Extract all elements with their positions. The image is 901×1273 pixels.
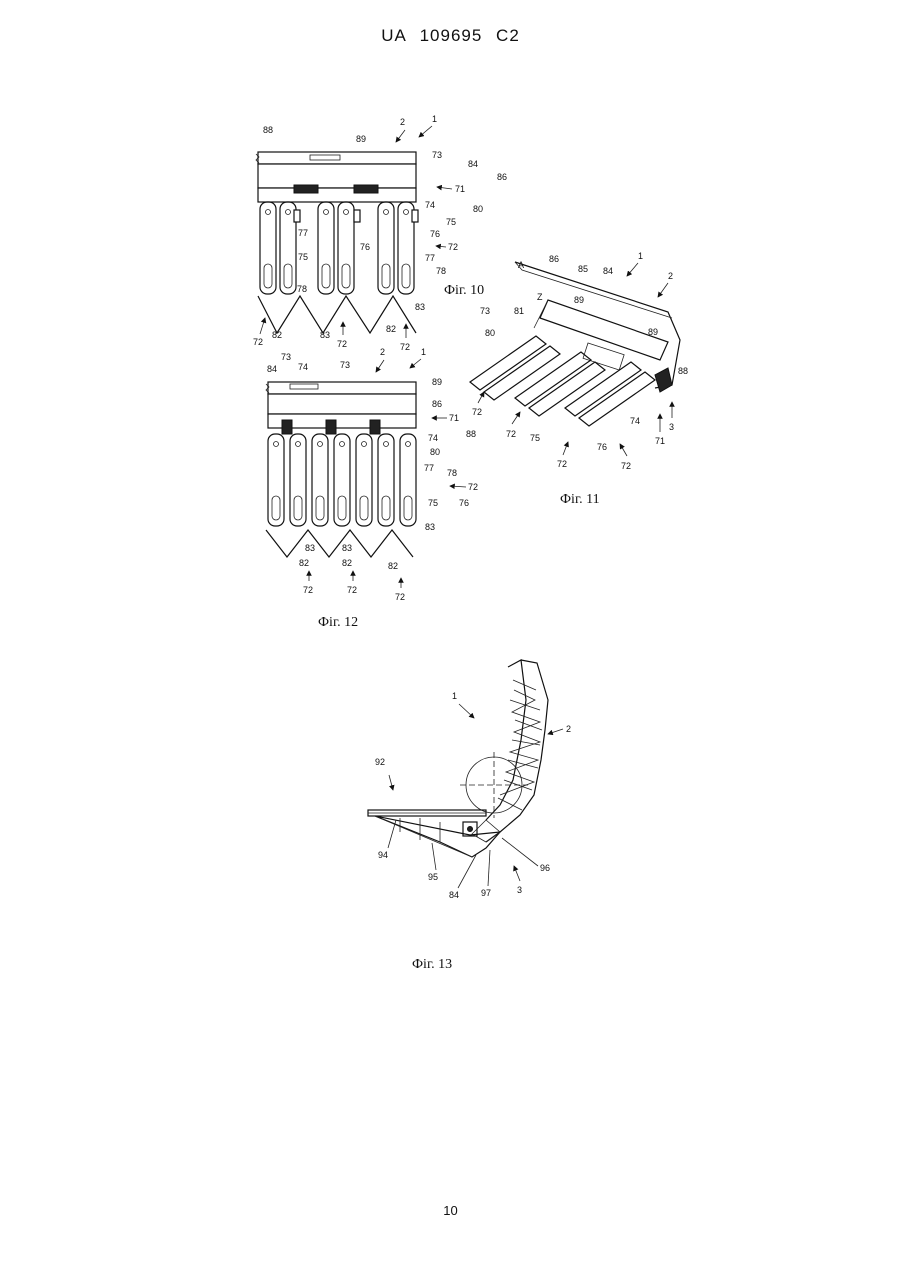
label-83: 83: [342, 543, 352, 553]
label-72: 72: [621, 461, 631, 471]
label-76: 76: [459, 498, 469, 508]
label-72: 72: [557, 459, 567, 469]
label-76: 76: [430, 229, 440, 239]
label-76: 76: [360, 242, 370, 252]
label-88: 88: [678, 366, 688, 376]
svg-text:Z: Z: [537, 292, 543, 302]
label-73: 73: [340, 360, 350, 370]
label-86: 86: [432, 399, 442, 409]
page-number: 10: [0, 1203, 901, 1218]
label-72: 72: [506, 429, 516, 439]
label-72: 72: [448, 242, 458, 252]
label-86: 86: [549, 254, 559, 264]
label-89: 89: [356, 134, 366, 144]
label-1: 1: [421, 347, 426, 357]
label-92: 92: [375, 757, 385, 767]
label-73: 73: [281, 352, 291, 362]
label-71: 71: [655, 436, 665, 446]
label-74: 74: [425, 200, 435, 210]
label-81: 81: [514, 306, 524, 316]
label-2: 2: [566, 724, 571, 734]
label-72: 72: [303, 585, 313, 595]
label-88: 88: [263, 125, 273, 135]
label-83: 83: [425, 522, 435, 532]
label-71: 71: [449, 413, 459, 423]
label-72: 72: [347, 585, 357, 595]
label-77: 77: [424, 463, 434, 473]
label-82: 82: [272, 330, 282, 340]
label-84: 84: [267, 364, 277, 374]
label-1: 1: [452, 691, 457, 701]
label-97: 97: [481, 888, 491, 898]
label-72: 72: [253, 337, 263, 347]
label-74: 74: [298, 362, 308, 372]
figure-11: A Z 1 2 86 85 84 89 89 81 73 80 88 74 3 …: [470, 251, 688, 507]
label-71: 71: [455, 184, 465, 194]
label-74: 74: [630, 416, 640, 426]
label-72: 72: [395, 592, 405, 602]
label-84: 84: [603, 266, 613, 276]
label-80: 80: [473, 204, 483, 214]
figure-caption: Фіг. 13: [412, 957, 452, 972]
label-73: 73: [480, 306, 490, 316]
label-95: 95: [428, 872, 438, 882]
label-1: 1: [638, 251, 643, 261]
label-75: 75: [428, 498, 438, 508]
label-2: 2: [380, 347, 385, 357]
label-72: 72: [337, 339, 347, 349]
label-82: 82: [388, 561, 398, 571]
label-73: 73: [432, 150, 442, 160]
label-3: 3: [669, 422, 674, 432]
svg-text:A: A: [518, 260, 524, 270]
label-84: 84: [449, 890, 459, 900]
label-82: 82: [299, 558, 309, 568]
label-94: 94: [378, 850, 388, 860]
label-75: 75: [446, 217, 456, 227]
label-74: 74: [428, 433, 438, 443]
figure-12: 73 84 74 73 2 1 89 86 71 88 74 80 77 78 …: [266, 347, 478, 630]
label-83: 83: [305, 543, 315, 553]
label-72: 72: [400, 342, 410, 352]
label-82: 82: [386, 324, 396, 334]
label-96: 96: [540, 863, 550, 873]
label-80: 80: [485, 328, 495, 338]
label-89: 89: [648, 327, 658, 337]
figure-caption: Фіг. 12: [318, 615, 358, 630]
label-78: 78: [436, 266, 446, 276]
label-83: 83: [415, 302, 425, 312]
label-80: 80: [430, 447, 440, 457]
label-89: 89: [432, 377, 442, 387]
label-2: 2: [400, 117, 405, 127]
label-89: 89: [574, 295, 584, 305]
label-75: 75: [530, 433, 540, 443]
label-3: 3: [517, 885, 522, 895]
label-1: 1: [432, 114, 437, 124]
label-78: 78: [297, 284, 307, 294]
label-72: 72: [472, 407, 482, 417]
label-75: 75: [298, 252, 308, 262]
label-78: 78: [447, 468, 457, 478]
label-77: 77: [425, 253, 435, 263]
figure-13: 1 2 92 94 95 84 97 96 3 Фіг. 13: [368, 660, 571, 972]
label-84: 84: [468, 159, 478, 169]
label-82: 82: [342, 558, 352, 568]
figure-caption: Фіг. 10: [444, 283, 484, 298]
label-88: 88: [466, 429, 476, 439]
label-72: 72: [468, 482, 478, 492]
label-85: 85: [578, 264, 588, 274]
label-2: 2: [668, 271, 673, 281]
label-86: 86: [497, 172, 507, 182]
label-83: 83: [320, 330, 330, 340]
label-77: 77: [298, 228, 308, 238]
figure-caption: Фіг. 11: [560, 492, 600, 507]
label-76: 76: [597, 442, 607, 452]
figure-10: 88 89 2 1 73 84 86 71 74 80 75 76 72 77 …: [253, 114, 507, 352]
